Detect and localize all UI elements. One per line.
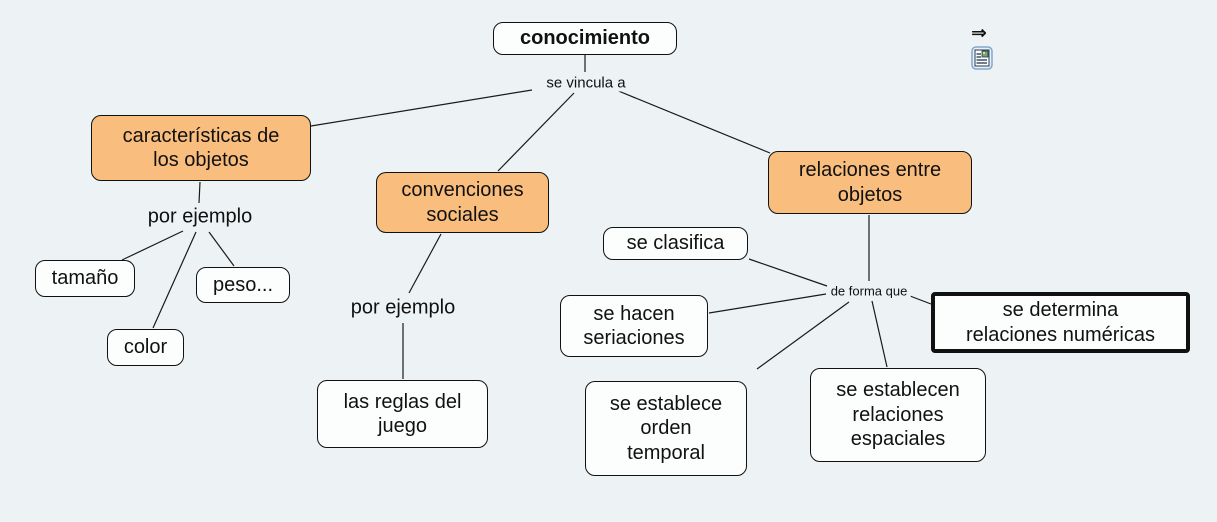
node-se-hacen-seriaciones[interactable]: se hacen seriaciones — [560, 295, 708, 357]
node-relaciones-entre-objetos[interactable]: relaciones entre objetos — [768, 151, 972, 214]
node-se-establecen-relaciones-espaciales[interactable]: se establecen relaciones espaciales — [810, 368, 986, 462]
node-tamano[interactable]: tamaño — [35, 260, 135, 297]
linking-phrase-por-ejemplo-left[interactable]: por ejemplo — [144, 205, 256, 229]
node-peso[interactable]: peso... — [196, 267, 290, 303]
node-caracteristicas-de-los-objetos[interactable]: características de los objetos — [91, 115, 311, 181]
linking-phrase-se-vincula-a[interactable]: se vincula a — [543, 74, 629, 92]
node-convenciones-sociales[interactable]: convenciones sociales — [376, 172, 549, 233]
node-se-clasifica[interactable]: se clasifica — [603, 227, 748, 260]
linking-phrase-por-ejemplo-center[interactable]: por ejemplo — [347, 296, 459, 320]
node-las-reglas-del-juego[interactable]: las reglas del juego — [317, 380, 488, 448]
linking-phrase-de-forma-que[interactable]: de forma que — [827, 283, 911, 299]
forward-arrow-icon[interactable]: ⇒ — [971, 23, 987, 44]
node-se-determina-relaciones-numericas[interactable]: se determina relaciones numéricas — [931, 292, 1190, 353]
resource-document-icon[interactable] — [971, 46, 993, 70]
node-se-establece-orden-temporal[interactable]: se establece orden temporal — [585, 381, 747, 476]
node-conocimiento[interactable]: conocimiento — [493, 22, 677, 55]
node-color[interactable]: color — [107, 329, 184, 366]
